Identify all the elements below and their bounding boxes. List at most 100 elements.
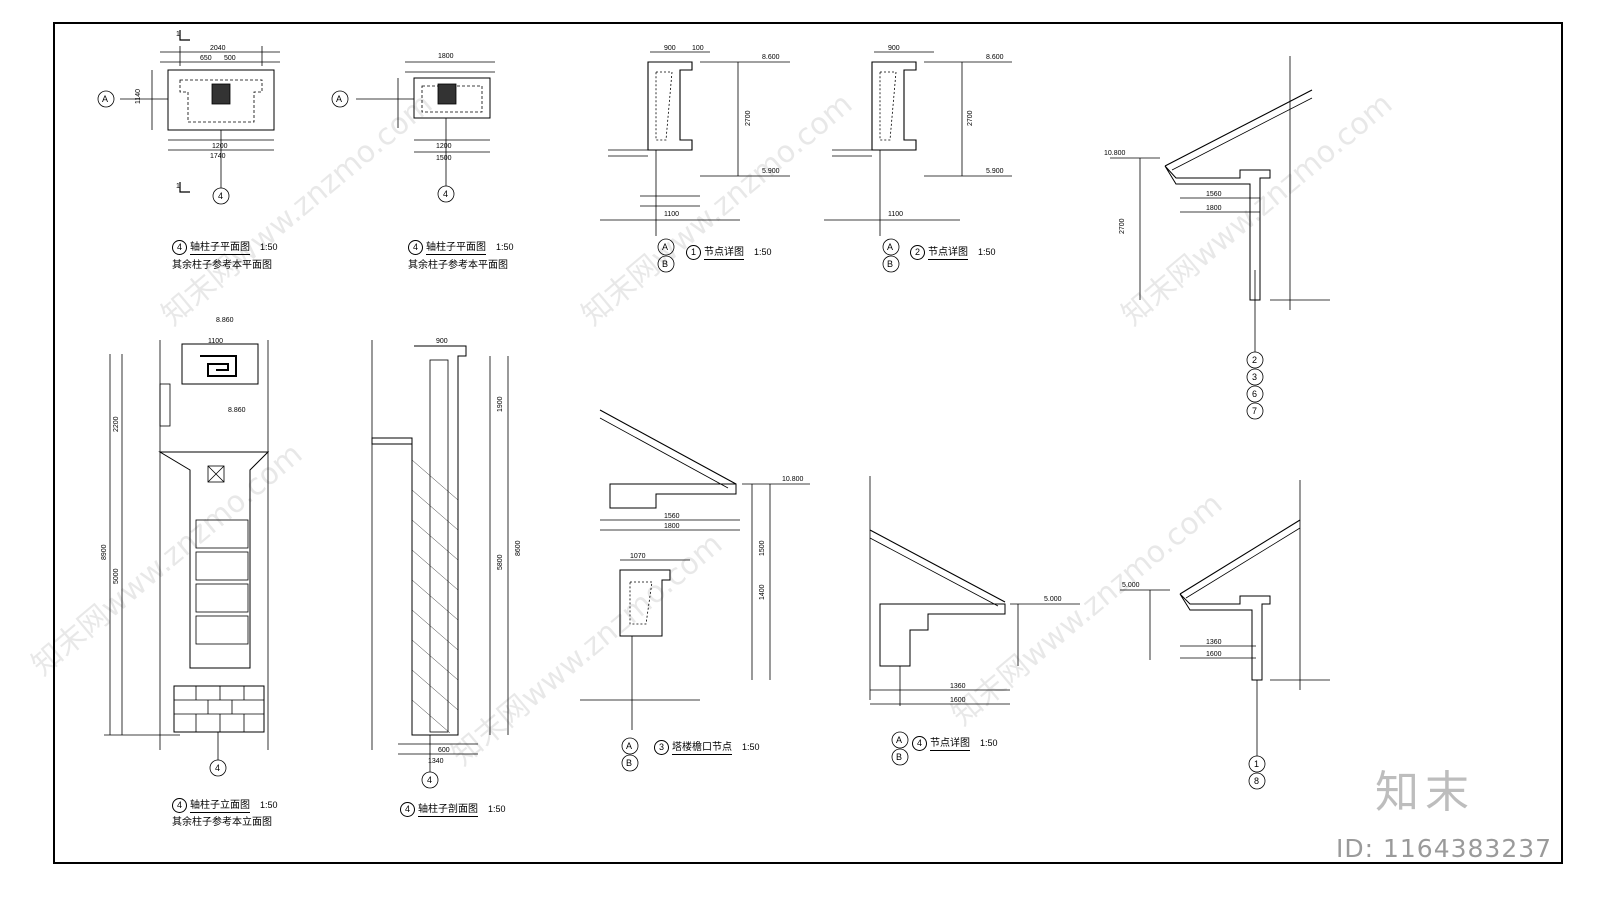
node3-elev: 10.800 [782,476,804,483]
svg-text:B: B [887,259,893,269]
dim-1740: 1740 [210,153,226,160]
node4-grid-a: A [891,731,909,749]
svg-text:4: 4 [427,775,432,785]
eave1-dim-1800: 1800 [1206,205,1222,212]
caption-plan-2-number: 4 [408,240,423,255]
node4-grid-b: B [891,748,909,766]
eave-detail-top-right: 10.800 1560 1800 2700 [1104,56,1330,352]
dim-1140: 1140 [135,89,142,104]
caption-elevation-scale: 1:50 [260,800,278,810]
plan2-dim-1500: 1500 [436,155,452,162]
node-detail-1: 900 100 8.600 5.900 2700 1100 [600,45,790,236]
eave2-elev: 5.000 [1122,582,1140,589]
caption-node-1-number: 1 [686,245,701,260]
caption-plan-2-scale: 1:50 [496,242,514,252]
section-dim-900: 900 [436,338,448,345]
plan2-grid-4: 4 [437,185,455,203]
caption-section-title: 轴柱子剖面图 [418,804,478,817]
svg-text:4: 4 [215,763,220,773]
node1-dim-1100: 1100 [664,211,679,218]
node-detail-4: 5.000 1360 1600 [869,476,1080,706]
node4-dim-1360: 1360 [950,683,966,690]
eave2-dim-1600: 1600 [1206,651,1222,658]
node1-grid-b: B [657,255,675,273]
eave2-grid-1: 1 [1248,755,1266,773]
eave1-grid-3: 3 [1246,368,1264,386]
plan1-grid-4: 4 [212,187,230,205]
caption-plan-1-number: 4 [172,240,187,255]
node1-dim-900: 900 [664,45,676,52]
svg-text:A: A [336,94,342,104]
node-detail-3: 10.800 1560 1800 1070 1400 1500 [580,409,810,730]
caption-node-4-number: 4 [912,736,927,751]
caption-node-1-title: 节点详图 [704,247,744,260]
svg-text:7: 7 [1252,406,1257,416]
eave1-grid-6: 6 [1246,385,1264,403]
caption-plan-2-title: 轴柱子平面图 [426,242,486,255]
eave2-grid-8: 8 [1248,772,1266,790]
node3-grid-b: B [621,754,639,772]
svg-text:A: A [626,741,632,751]
eave1-grid-7: 7 [1246,402,1264,420]
node1-elev-bottom: 5.900 [762,168,780,175]
node4-elev: 5.000 [1044,596,1062,603]
eave1-dim-2700: 2700 [1119,218,1126,234]
plan1-grid-a: A [97,90,115,108]
elev-elevation-mid: 8.860 [228,407,246,414]
section-dim-5800: 5800 [497,554,504,570]
section-mark-top: 1 [176,31,180,38]
section-mark-bottom: 1 [176,183,180,190]
eave2-dim-1360: 1360 [1206,639,1222,646]
node2-elev-bottom: 5.900 [986,168,1004,175]
node3-dim-1500: 1500 [759,540,766,556]
dim-1200: 1200 [212,143,228,150]
svg-text:4: 4 [218,191,223,201]
node1-dim-100: 100 [692,45,704,52]
node3-dim-1800: 1800 [664,523,680,530]
caption-node-3-number: 3 [654,740,669,755]
node3-dim-1070: 1070 [630,553,646,560]
section-dim-600: 600 [438,747,450,754]
svg-text:B: B [662,259,668,269]
caption-plan-2-sub: 其余柱子参考本平面图 [408,260,508,271]
plan2-dim-1800: 1800 [438,53,454,60]
caption-node-4-title: 节点详图 [930,738,970,751]
caption-node-3-scale: 1:50 [742,742,760,752]
eave1-dim-1560: 1560 [1206,191,1222,198]
eave1-elev: 10.800 [1104,150,1126,157]
caption-node-4-scale: 1:50 [980,738,998,748]
caption-section-number: 4 [400,802,415,817]
caption-node-2-scale: 1:50 [978,247,996,257]
caption-section-scale: 1:50 [488,804,506,814]
node2-dim-900: 900 [888,45,900,52]
caption-node-2-number: 2 [910,245,925,260]
svg-text:6: 6 [1252,389,1257,399]
caption-node-3-title: 塔楼檐口节点 [672,742,732,755]
watermark-id: ID: 1164383237 [1336,834,1553,863]
elev-dim-2200: 2200 [113,416,120,432]
svg-text:4: 4 [443,189,448,199]
column-elevation: 8.860 8.860 1100 8900 5000 2200 [101,317,270,760]
node3-dim-1400: 1400 [759,584,766,600]
dim-500: 500 [224,55,236,62]
plan-view-2: 1800 1200 1500 [356,53,495,186]
caption-elevation-title: 轴柱子立面图 [190,800,250,813]
node1-dim-2700: 2700 [745,110,752,126]
caption-plan-1-sub: 其余柱子参考本平面图 [172,260,272,271]
eave-detail-bottom-right: 5.000 1360 1600 [1120,480,1330,756]
dim-2040: 2040 [210,45,226,52]
section-dim-1340: 1340 [428,758,444,765]
elev-dim-5000: 5000 [113,568,120,584]
svg-text:2: 2 [1252,355,1257,365]
node2-dim-2700: 2700 [967,110,974,126]
caption-plan-1-scale: 1:50 [260,242,278,252]
plan2-grid-a: A [331,90,349,108]
